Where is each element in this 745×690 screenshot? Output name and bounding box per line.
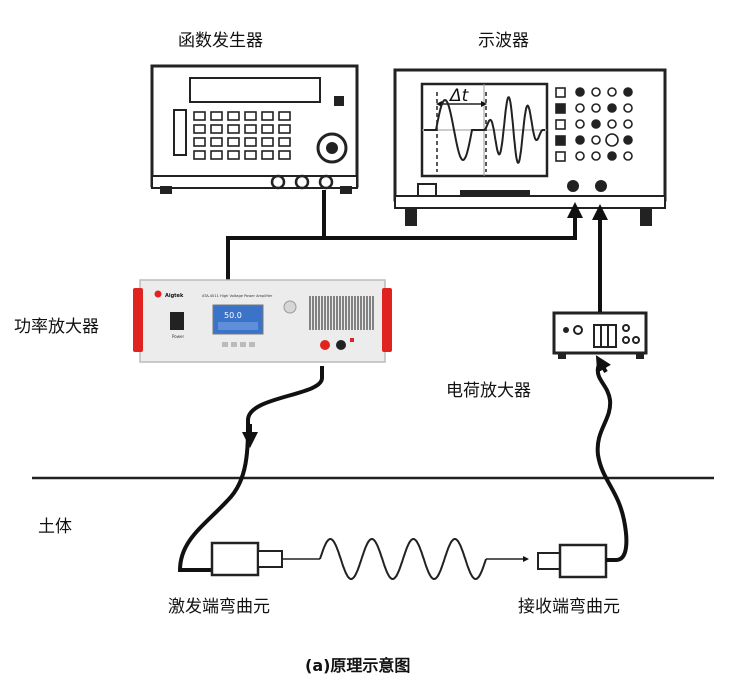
scope-knob bbox=[607, 87, 617, 97]
receiver-cable-arrow bbox=[595, 355, 611, 374]
fg-key bbox=[227, 124, 240, 134]
function-generator-label: 函数发生器 bbox=[178, 31, 263, 51]
charge-amplifier-label: 电荷放大器 bbox=[446, 381, 531, 401]
transmitter-label: 激发端弯曲元 bbox=[168, 597, 270, 617]
scope-knob bbox=[623, 151, 633, 161]
fg-key bbox=[244, 137, 257, 147]
fg-key bbox=[193, 150, 206, 160]
fg-key bbox=[261, 150, 274, 160]
fg-key bbox=[210, 124, 223, 134]
power-amplifier-label: 功率放大器 bbox=[14, 317, 99, 337]
transmitter-cable bbox=[177, 366, 324, 572]
amp-model: ATA-4011 High Voltage Power Amplifier bbox=[202, 294, 273, 298]
fg-key bbox=[210, 150, 223, 160]
scope-knob bbox=[591, 119, 601, 129]
oscilloscope-label: 示波器 bbox=[478, 31, 529, 51]
fg-key bbox=[278, 150, 291, 160]
fg-key bbox=[261, 111, 274, 121]
soil-label: 土体 bbox=[38, 517, 72, 537]
fg-key bbox=[193, 111, 206, 121]
scope-knob bbox=[623, 103, 633, 113]
oscilloscope-device: Δt bbox=[393, 68, 667, 226]
scope-knob bbox=[623, 87, 633, 97]
scope-knob bbox=[591, 135, 601, 145]
power-amplifier-device: Aigtek ATA-4011 High Voltage Power Ampli… bbox=[133, 279, 392, 363]
scope-key bbox=[555, 151, 566, 162]
scope-key bbox=[555, 87, 566, 98]
fg-key bbox=[210, 137, 223, 147]
fg-key bbox=[227, 137, 240, 147]
function-generator-device bbox=[150, 64, 359, 194]
receiver-label: 接收端弯曲元 bbox=[518, 597, 620, 617]
fg-key bbox=[244, 124, 257, 134]
fg-key bbox=[244, 111, 257, 121]
fg-key bbox=[227, 111, 240, 121]
power-switch bbox=[170, 312, 184, 330]
scope-knob bbox=[623, 135, 633, 145]
fg-key bbox=[261, 137, 274, 147]
scope-knob bbox=[591, 87, 601, 97]
fg-key bbox=[278, 124, 291, 134]
scope-knob bbox=[591, 103, 601, 113]
transmitter-bender-element bbox=[210, 541, 283, 577]
scope-knob bbox=[575, 151, 585, 161]
scope-knob bbox=[607, 151, 617, 161]
receiver-cable bbox=[595, 359, 629, 562]
charge-amplifier-device bbox=[552, 311, 648, 359]
scope-knob bbox=[623, 119, 633, 129]
scope-key bbox=[555, 135, 566, 146]
oscilloscope-waveform bbox=[424, 96, 545, 164]
function-generator-keypad bbox=[193, 111, 291, 160]
scope-knob bbox=[607, 119, 617, 129]
figure-caption: (a)原理示意图 bbox=[305, 656, 411, 675]
fg-key bbox=[193, 137, 206, 147]
shear-wave-path bbox=[319, 538, 487, 580]
fg-key bbox=[278, 111, 291, 121]
amp-brand: Aigtek bbox=[165, 293, 184, 299]
receiver-bender-element bbox=[537, 543, 608, 579]
scope-knob bbox=[575, 87, 585, 97]
delta-t-label: Δt bbox=[448, 86, 470, 106]
fg-key bbox=[278, 137, 291, 147]
fg-key bbox=[193, 124, 206, 134]
oscilloscope-controls bbox=[555, 87, 633, 162]
scope-knob bbox=[591, 151, 601, 161]
scope-key bbox=[555, 119, 566, 130]
scope-knob bbox=[607, 103, 617, 113]
signal-cables bbox=[226, 190, 583, 282]
fg-key bbox=[227, 150, 240, 160]
scope-knob bbox=[605, 133, 619, 147]
fg-key bbox=[244, 150, 257, 160]
amp-vent-grille bbox=[309, 296, 374, 330]
power-label: Power bbox=[172, 334, 184, 339]
fg-key bbox=[210, 111, 223, 121]
scope-knob bbox=[575, 103, 585, 113]
scope-key bbox=[555, 103, 566, 114]
scope-knob bbox=[575, 135, 585, 145]
scope-knob bbox=[575, 119, 585, 129]
amp-display-value: 50.0 bbox=[224, 311, 242, 320]
fg-key bbox=[261, 124, 274, 134]
